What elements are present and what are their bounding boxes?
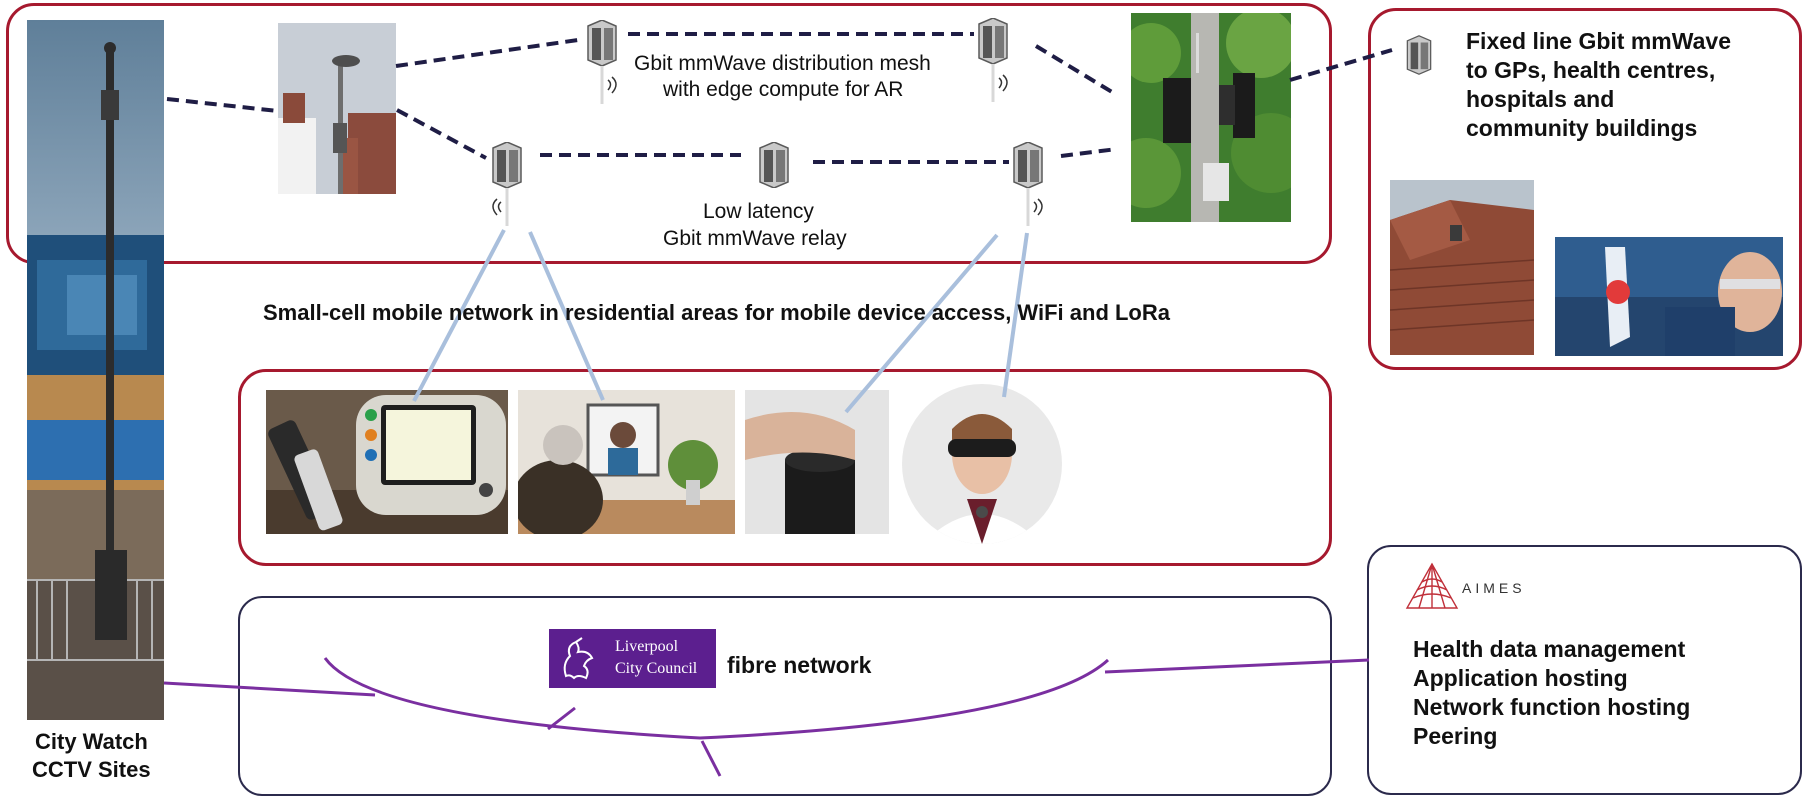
video-call-photo (518, 390, 735, 534)
streetlight-photo (278, 23, 396, 194)
fixed-line-line4: community buildings (1466, 115, 1698, 141)
aimes-service-item: Health data management (1413, 636, 1686, 662)
liverpool-council-logo: Liverpool City Council (549, 629, 716, 688)
smallcell-caption: Small-cell mobile network in residential… (263, 300, 1170, 325)
council-name-line1: Liverpool (615, 638, 679, 655)
fixed-line-frame (1368, 8, 1802, 370)
council-name-line2: City Council (615, 660, 698, 677)
fibre-links (163, 657, 1370, 777)
aimes-logo-icon (1405, 562, 1459, 609)
smart-speaker-photo (745, 390, 889, 534)
mmwave-node-icon (1406, 35, 1432, 75)
aimes-service-item: Peering (1413, 723, 1498, 749)
devices-frame (238, 369, 1332, 566)
fibre-network-label: fibre network (727, 652, 872, 678)
medical-ar-photo (1555, 237, 1783, 356)
aimes-service-list: Health data management Application hosti… (1413, 635, 1690, 751)
mmwave-node-icon (1013, 142, 1043, 226)
brick-building-photo (1390, 180, 1534, 355)
fixed-line-text: Fixed line Gbit mmWave to GPs, health ce… (1466, 27, 1731, 143)
aimes-logo-text: AIMES (1462, 580, 1526, 596)
aimes-service-item: Application hosting (1413, 665, 1628, 691)
relay-title-line1: Low latency (703, 200, 814, 223)
mesh-network-frame (6, 3, 1332, 264)
mmwave-node-icon (759, 142, 789, 188)
ar-glasses-photo (902, 384, 1062, 544)
mmwave-node-icon (587, 20, 617, 104)
relay-title-line2: Gbit mmWave relay (663, 227, 847, 250)
cctv-pole-photo (27, 20, 164, 720)
cctv-label-line2: CCTV Sites (32, 757, 151, 782)
fixed-line-line1: Fixed line Gbit mmWave (1466, 28, 1731, 54)
mesh-title-line2: with edge compute for AR (663, 78, 904, 101)
liver-bird-icon (563, 637, 594, 680)
fixed-line-line3: hospitals and (1466, 86, 1615, 112)
telecare-device-photo (266, 390, 508, 534)
mesh-dashed-links (166, 32, 1393, 164)
lamppost-antenna-photo (1131, 13, 1291, 222)
fixed-line-line2: to GPs, health centres, (1466, 57, 1716, 83)
mmwave-node-icon (492, 142, 522, 226)
mmwave-node-icon (978, 18, 1008, 102)
access-links (412, 229, 1029, 414)
mesh-title-line1: Gbit mmWave distribution mesh (634, 52, 931, 75)
aimes-service-item: Network function hosting (1413, 694, 1691, 720)
cctv-label-line1: City Watch (35, 729, 148, 754)
